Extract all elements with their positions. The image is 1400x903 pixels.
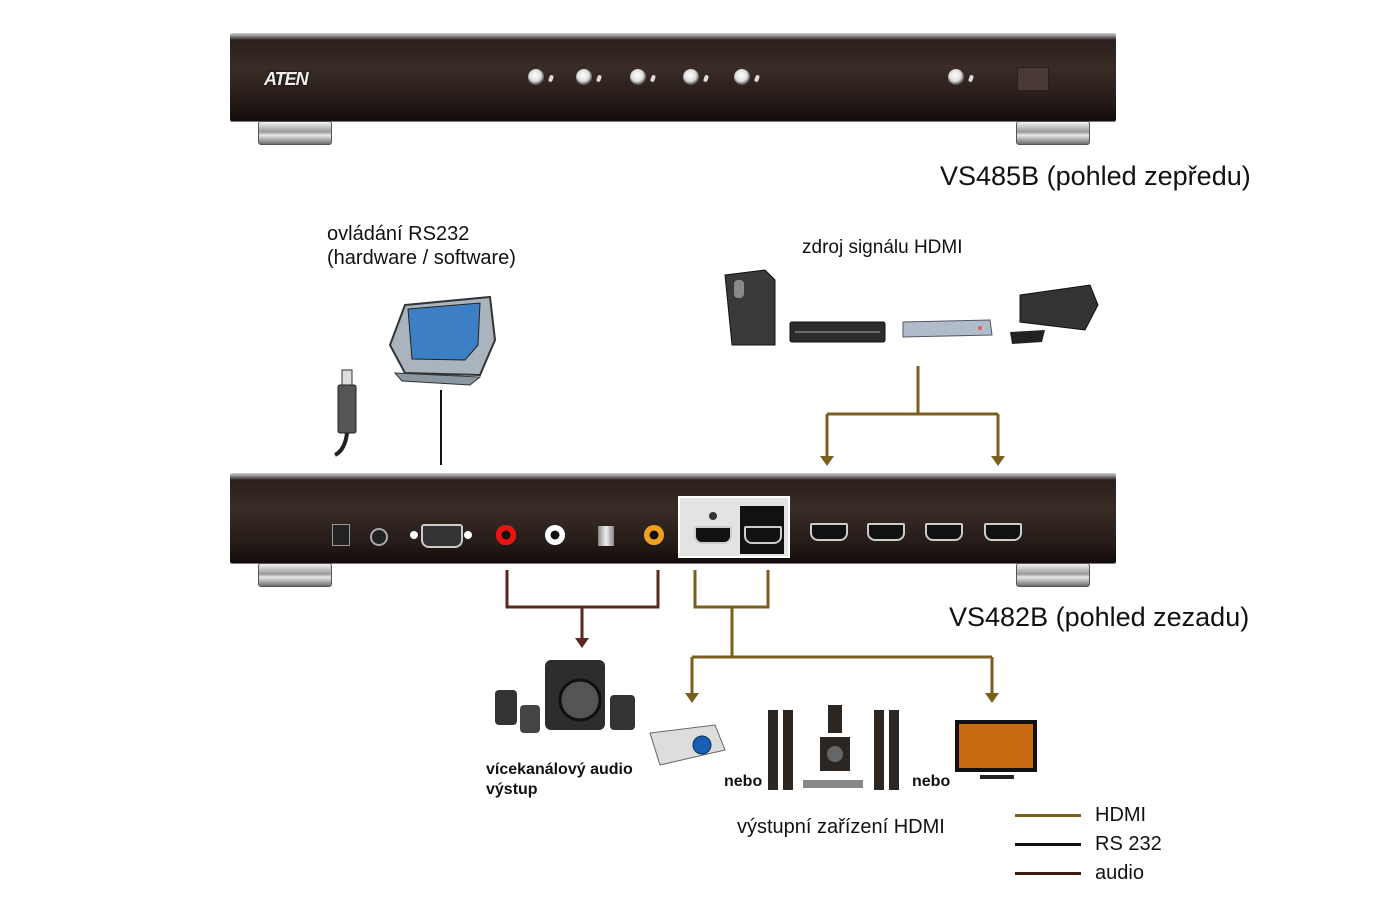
audio-rca-white[interactable]	[545, 525, 565, 545]
led-4	[702, 74, 710, 83]
or-label-1: nebo	[724, 773, 763, 790]
rs232-control-label-1: ovládání RS232	[327, 223, 470, 245]
touch-panel-icon	[388, 295, 497, 386]
legend-item-audio: audio	[1015, 861, 1205, 885]
set-top-box-icon	[902, 319, 993, 338]
hdmi-in-2[interactable]	[867, 523, 905, 541]
front-chassis: ATEN	[230, 33, 1116, 121]
or-label-2: nebo	[912, 773, 951, 790]
legend-label-hdmi: HDMI	[1095, 804, 1147, 826]
rs232-controller-illustration	[333, 295, 497, 465]
coaxial-port[interactable]	[644, 525, 664, 545]
hdmi-out-2[interactable]	[744, 526, 782, 544]
hdmi-sources-illustration	[724, 269, 1099, 466]
power-jack[interactable]	[332, 524, 350, 546]
port-button-4[interactable]	[683, 69, 699, 85]
port-button-5[interactable]	[734, 69, 750, 85]
tv-icon	[955, 720, 1037, 779]
rear-caption: VS482B (pohled zezadu)	[949, 602, 1250, 632]
rear-foot-right	[1016, 563, 1090, 587]
legend-swatch-audio	[1015, 872, 1081, 875]
legend-item-hdmi: HDMI	[1015, 803, 1205, 827]
legend-swatch-hdmi	[1015, 814, 1081, 817]
led-6	[967, 74, 975, 83]
projector-icon	[649, 724, 726, 766]
speaker-system-icon	[495, 660, 635, 733]
front-foot-left	[258, 121, 332, 145]
hdmi-out-1[interactable]	[694, 526, 732, 544]
function-button[interactable]	[948, 69, 964, 85]
arrow-down-icon	[575, 638, 589, 648]
arrow-down-icon	[985, 693, 999, 703]
rear-foot-left	[258, 563, 332, 587]
hdmi-output-panel	[678, 496, 790, 558]
legend-label-rs232: RS 232	[1095, 833, 1162, 855]
output-cables	[505, 570, 999, 703]
optical-port[interactable]	[598, 526, 614, 546]
port-button-2[interactable]	[576, 69, 592, 85]
hdmi-input-cables	[825, 366, 1000, 458]
rs232-control-label-2: (hardware / software)	[327, 247, 516, 269]
port-button-3[interactable]	[630, 69, 646, 85]
led-2	[595, 74, 603, 83]
pc-tower-icon	[724, 269, 776, 346]
arrow-down-icon	[820, 456, 834, 466]
aten-logo: ATEN	[264, 69, 309, 89]
game-console-icon	[1010, 284, 1099, 344]
hdmi-source-label: zdroj signálu HDMI	[802, 237, 963, 258]
hdmi-in-4[interactable]	[984, 523, 1022, 541]
hdmi-in-1[interactable]	[810, 523, 848, 541]
ir-receiver	[1017, 67, 1049, 91]
hdmi-in-3[interactable]	[925, 523, 963, 541]
audio-rca-red[interactable]	[496, 525, 516, 545]
power-plug-icon	[333, 369, 357, 457]
front-foot-right	[1016, 121, 1090, 145]
audio-output-label-2: výstup	[486, 781, 538, 798]
audio-jack[interactable]	[370, 528, 388, 546]
audio-cable	[505, 570, 660, 640]
hdmi-out-1-led	[709, 512, 717, 520]
led-5	[753, 74, 761, 83]
arrow-down-icon	[685, 693, 699, 703]
home-theater-icon	[768, 705, 899, 790]
audio-output-label-1: vícekanálový audio	[486, 761, 633, 778]
led-1	[547, 74, 555, 83]
port-button-1[interactable]	[528, 69, 544, 85]
front-caption: VS485B (pohled zepředu)	[940, 161, 1251, 191]
legend-swatch-rs232	[1015, 843, 1081, 846]
legend-label-audio: audio	[1095, 862, 1144, 884]
rs232-port[interactable]	[410, 524, 472, 548]
output-devices-illustration	[495, 660, 1037, 790]
legend-item-rs232: RS 232	[1015, 832, 1205, 856]
dvd-player-icon	[789, 321, 886, 343]
hdmi-output-cable	[690, 570, 994, 695]
rear-chassis	[230, 473, 1116, 563]
led-3	[649, 74, 657, 83]
arrow-down-icon	[991, 456, 1005, 466]
hdmi-output-label: výstupní zařízení HDMI	[737, 816, 945, 838]
